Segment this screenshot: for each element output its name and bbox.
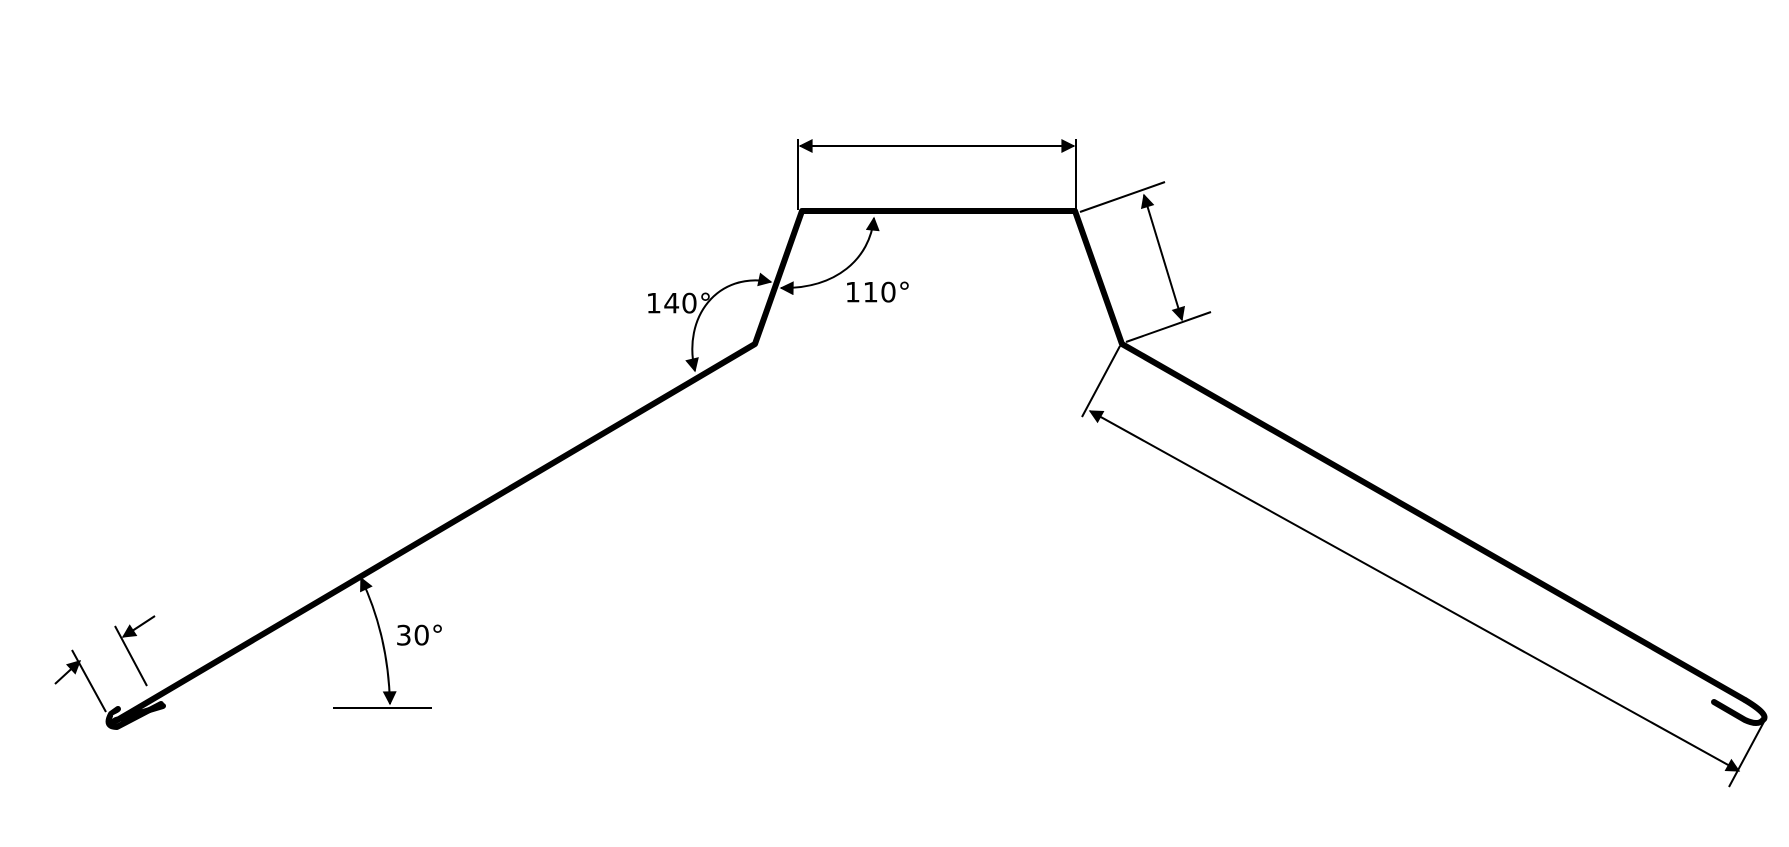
dimension-line-slope [1088,410,1741,772]
slope-length-dimension [1081,345,1767,788]
flank-dimension [1079,181,1212,343]
dimension-line-flank [1140,193,1186,322]
extension-line-hem-outer [71,649,107,713]
angle-arc-140 [685,272,773,373]
angle-label-140: 140° [645,287,712,320]
left-hem-inner [112,712,120,718]
angle-label-30: 30° [395,619,445,652]
top-width-dimension [797,139,1077,210]
hem-arrow-inner [121,615,156,638]
right-hem [1711,697,1768,726]
extension-line-slope-end [1728,717,1767,788]
hem-arrow-outer [54,660,82,685]
left-hem [105,701,164,730]
extension-line-hem-inner [114,625,148,687]
extension-line-slope-start [1081,345,1121,418]
angle-label-110: 110° [844,276,911,309]
angle-30: 30° [333,576,445,709]
angle-110: 110° [779,216,911,309]
angle-arc-30 [360,576,397,706]
profile-line [107,208,1748,727]
hem-dimension [54,615,156,713]
angle-arc-110 [779,216,880,296]
extension-line-flank-bottom [1125,311,1212,343]
right-hem-inner [1754,714,1760,720]
angle-140: 140° [645,272,773,373]
extension-line-flank-top [1079,181,1166,213]
sheet-profile [105,208,1768,730]
